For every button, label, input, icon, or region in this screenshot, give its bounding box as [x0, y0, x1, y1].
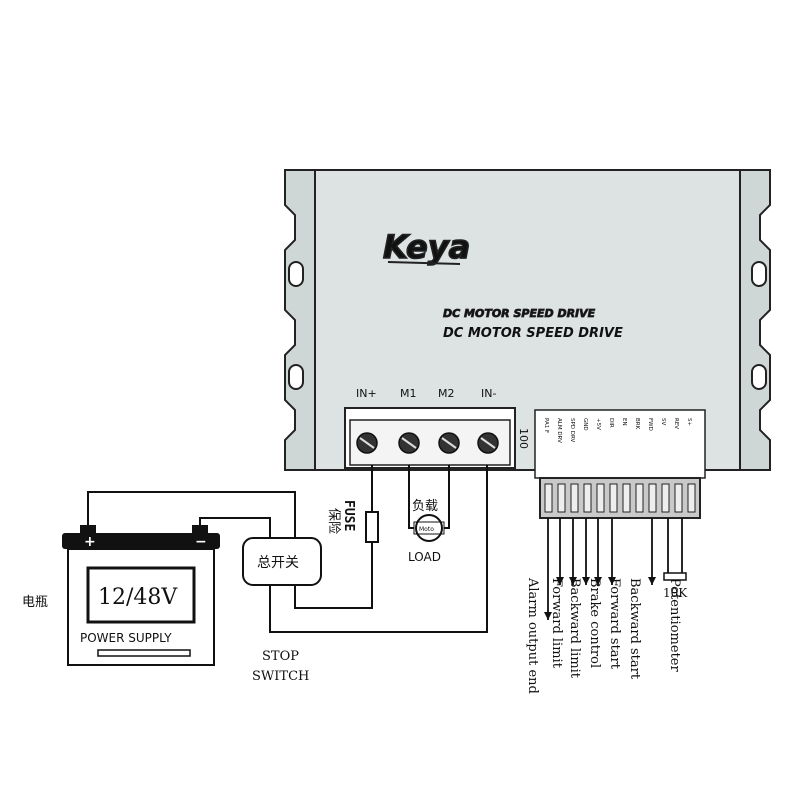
- stop-switch-chinese: 总开关: [257, 555, 299, 571]
- signal-arrowhead: [648, 577, 656, 585]
- mount-slot-right-2: [751, 364, 767, 390]
- signal-label: Forward start: [607, 578, 622, 670]
- connector-pin: [648, 483, 657, 513]
- potentiometer-value: 10K: [663, 586, 688, 600]
- signal-label: Forward limit: [549, 578, 564, 669]
- control-connector: [539, 477, 701, 519]
- signal-arrowhead: [608, 577, 616, 585]
- left-mounting-flange: [284, 169, 316, 471]
- battery-minus-mark: −: [195, 534, 207, 550]
- mount-slot-left-2: [288, 364, 304, 390]
- terminal-label-m1: M1: [400, 387, 417, 400]
- motor-mark: Moto: [419, 526, 434, 533]
- connector-pin: [544, 483, 553, 513]
- connector-pin: [609, 483, 618, 513]
- connector-pin: [661, 483, 670, 513]
- control-pin-label: PA1 F: [543, 418, 549, 433]
- connector-pin: [596, 483, 605, 513]
- battery-voltage: 12/48V: [98, 585, 178, 610]
- stop-switch-box: [242, 537, 322, 586]
- signal-arrowhead: [544, 612, 552, 620]
- connector-pins: [544, 483, 696, 513]
- stop-switch-label-1: STOP: [262, 649, 299, 664]
- battery-voltage-display: [86, 566, 196, 624]
- fuse-label: FUSE: [341, 500, 356, 531]
- signal-arrowhead: [594, 577, 602, 585]
- battery-label: POWER SUPPLY: [80, 631, 172, 645]
- signal-label: Backward limit: [567, 578, 582, 679]
- connector-pin: [583, 483, 592, 513]
- signal-label: Potentiometer: [667, 578, 682, 672]
- control-pin-label: DIR: [608, 418, 614, 428]
- connector-pin: [687, 483, 696, 513]
- battery-terminal-plus: [80, 525, 96, 535]
- brand-logo: Keya: [383, 228, 470, 266]
- wire-m1-to-load: [408, 465, 414, 529]
- control-pin-panel: [534, 409, 706, 479]
- control-pin-label: REV: [673, 418, 679, 429]
- signal-arrowhead: [582, 577, 590, 585]
- load-chinese-label: 负载: [412, 499, 438, 514]
- battery-terminal-minus: [192, 525, 208, 535]
- terminal-label-m2: M2: [438, 387, 455, 400]
- control-pin-label: SPD DRV: [569, 418, 575, 443]
- logo-underline: [387, 261, 461, 265]
- connector-pin: [557, 483, 566, 513]
- wire-switch-to-in-plus: [294, 465, 373, 609]
- stop-switch-label-2: SWITCH: [252, 669, 309, 684]
- screw-slot: [401, 437, 417, 449]
- control-pin-label: SV: [660, 418, 666, 425]
- stop-switch: 总开关 STOP SWITCH: [242, 537, 322, 684]
- motor-body: [413, 521, 445, 535]
- fuse-body: [365, 511, 379, 543]
- battery-lid: [62, 533, 220, 549]
- connector-pin: [622, 483, 631, 513]
- terminal-label-in-plus: IN+: [356, 387, 377, 400]
- terminal-screws: [356, 432, 499, 454]
- side-mark: 100: [517, 428, 530, 449]
- battery-side-label: 电瓶: [22, 595, 48, 610]
- load-motor: 负载 Moto LOAD: [408, 499, 445, 564]
- signal-label: Brake control: [587, 578, 602, 668]
- connector-pin: [635, 483, 644, 513]
- control-pin-label: FWD: [647, 418, 653, 431]
- potentiometer-wire: [667, 518, 683, 573]
- product-title: DC MOTOR SPEED DRIVE: [443, 326, 623, 341]
- connector-pin: [570, 483, 579, 513]
- potentiometer-body: [663, 572, 687, 581]
- control-signal-wires: [544, 518, 683, 620]
- battery: + − 12/48V POWER SUPPLY 电瓶: [22, 525, 220, 666]
- product-title-outline: DC MOTOR SPEED DRIVE: [443, 307, 596, 320]
- control-pin-label: S+: [686, 418, 692, 426]
- wire-battery-plus-to-switch: [87, 491, 296, 538]
- wire-m2-to-load: [444, 465, 450, 529]
- screw-slot: [441, 437, 457, 449]
- fuse-chinese-label: 保险: [326, 508, 341, 534]
- control-pin-label: ALM DRV: [556, 418, 562, 443]
- controller-box: Keya DC MOTOR SPEED DRIVE DC MOTOR SPEED…: [284, 169, 771, 519]
- terminal-label-in-minus: IN-: [481, 387, 496, 400]
- signal-label: Alarm output end: [525, 577, 540, 694]
- battery-bottom-strip: [97, 649, 191, 657]
- control-pin-label: EN: [621, 418, 627, 426]
- mount-slot-left-1: [288, 261, 304, 287]
- signal-arrowhead: [569, 577, 577, 585]
- screw-slot: [359, 437, 375, 449]
- potentiometer: 10K: [663, 572, 688, 600]
- mount-slot-right-1: [751, 261, 767, 287]
- fuse: FUSE 保险: [326, 500, 379, 543]
- battery-plus-mark: +: [84, 534, 96, 550]
- control-pin-label: GND: [582, 418, 588, 431]
- load-label: LOAD: [408, 550, 441, 564]
- control-pin-labels: PA1 F ALM DRV SPD DRV GND +5V DIR EN BRK FWD SV RE…: [543, 418, 692, 443]
- connector-pin: [674, 483, 683, 513]
- screw-slot: [480, 437, 496, 449]
- signal-arrowhead: [556, 577, 564, 585]
- signal-label: Backward start: [627, 578, 642, 680]
- right-mounting-flange: [739, 169, 771, 471]
- control-pin-label: BRK: [634, 418, 640, 430]
- control-pin-label: +5V: [595, 418, 601, 430]
